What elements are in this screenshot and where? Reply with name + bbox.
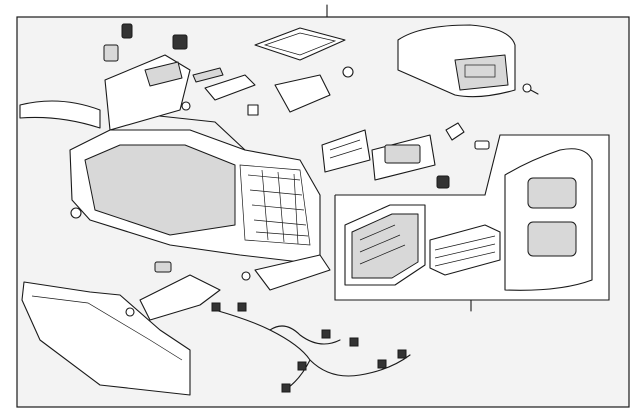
upper-bracket (274, 74, 331, 113)
bezel-frame (204, 74, 256, 101)
armrest-lid (397, 24, 516, 98)
usb-connector (121, 23, 133, 39)
fasteners (70, 66, 539, 317)
rear-panel (504, 148, 593, 291)
storage-tray (429, 224, 501, 276)
wiring-harness (211, 302, 411, 393)
lid-pad (254, 27, 346, 61)
trim-strip (192, 67, 224, 83)
side-trim-panel (21, 281, 191, 396)
lower-brackets (139, 254, 331, 321)
left-trim-strip (19, 100, 101, 129)
switch-panel (103, 23, 191, 131)
inset-panel (334, 134, 610, 301)
power-outlet (172, 34, 188, 50)
control-module (321, 129, 436, 181)
